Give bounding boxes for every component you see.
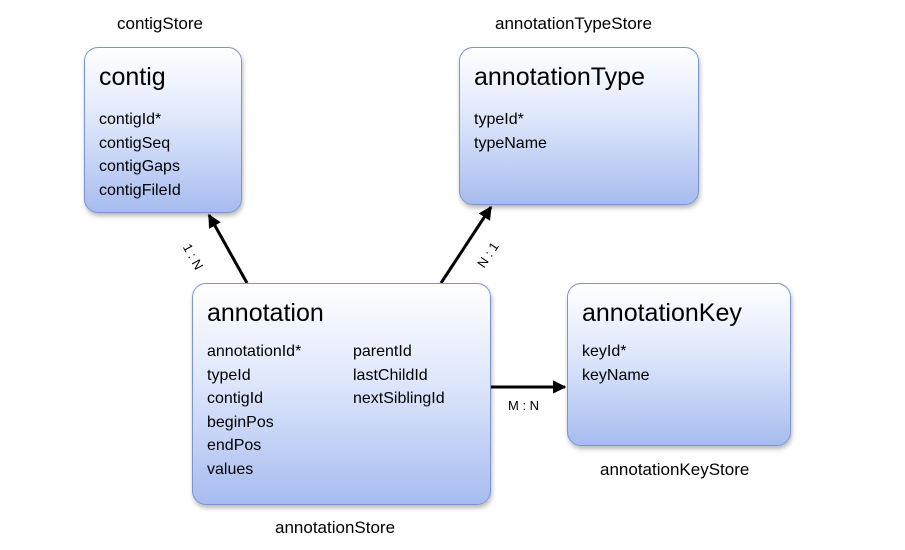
arrow-annotation-to-contig bbox=[207, 213, 249, 284]
attribute-last-child-id: lastChildId bbox=[353, 366, 428, 384]
attribute-values: values bbox=[207, 460, 254, 478]
attribute-annotation-id: annotationId* bbox=[207, 343, 302, 360]
contig-store-label: contigStore bbox=[117, 14, 203, 33]
contig-entity-title: contig bbox=[99, 63, 166, 91]
attribute-contig-id: contigId* bbox=[99, 111, 162, 128]
annotation-type-entity-title: annotationType bbox=[474, 63, 645, 91]
annotation-attribute-list-left: annotationId* typeId contigId beginPos e… bbox=[207, 340, 301, 481]
attribute-type-name: typeName bbox=[474, 134, 547, 152]
attribute-type-id-ref: typeId bbox=[207, 366, 251, 384]
contig-entity[interactable]: contig contigId* contigSeq contigGaps co… bbox=[84, 47, 242, 213]
annotation-entity-title: annotation bbox=[207, 299, 324, 327]
attribute-contig-id-ref: contigId bbox=[207, 390, 264, 407]
attribute-parent-id: parentId bbox=[353, 343, 412, 360]
relation-label-annotation-key: M : N bbox=[508, 398, 540, 413]
annotation-key-attribute-list: keyId* keyName bbox=[582, 340, 650, 387]
attribute-type-id: typeId* bbox=[474, 111, 524, 128]
annotation-key-entity-title: annotationKey bbox=[582, 299, 742, 327]
annotation-type-entity[interactable]: annotationType typeId* typeName bbox=[459, 47, 699, 205]
annotation-type-attribute-list: typeId* typeName bbox=[474, 108, 547, 155]
attribute-contig-gaps: contigGaps bbox=[99, 158, 180, 175]
attribute-key-name: keyName bbox=[582, 366, 650, 384]
attribute-contig-seq: contigSeq bbox=[99, 134, 171, 152]
attribute-contig-file-id: contigFileId bbox=[99, 181, 181, 199]
annotation-key-entity[interactable]: annotationKey keyId* keyName bbox=[567, 283, 791, 446]
attribute-key-id: keyId* bbox=[582, 343, 627, 360]
annotation-store-label: annotationStore bbox=[275, 518, 396, 537]
attribute-end-pos: endPos bbox=[207, 437, 262, 454]
arrow-annotation-to-annotation-type bbox=[439, 205, 493, 284]
annotation-key-store-label: annotationKeyStore bbox=[600, 460, 750, 479]
annotation-entity[interactable]: annotation annotationId* typeId contigId… bbox=[192, 283, 491, 505]
contig-attribute-list: contigId* contigSeq contigGaps contigFil… bbox=[99, 108, 181, 202]
attribute-begin-pos: beginPos bbox=[207, 413, 274, 431]
attribute-next-sibling-id: nextSiblingId bbox=[353, 390, 445, 407]
annotation-type-store-label: annotationTypeStore bbox=[495, 14, 652, 33]
annotation-attribute-list-right: parentId lastChildId nextSiblingId bbox=[353, 340, 445, 411]
